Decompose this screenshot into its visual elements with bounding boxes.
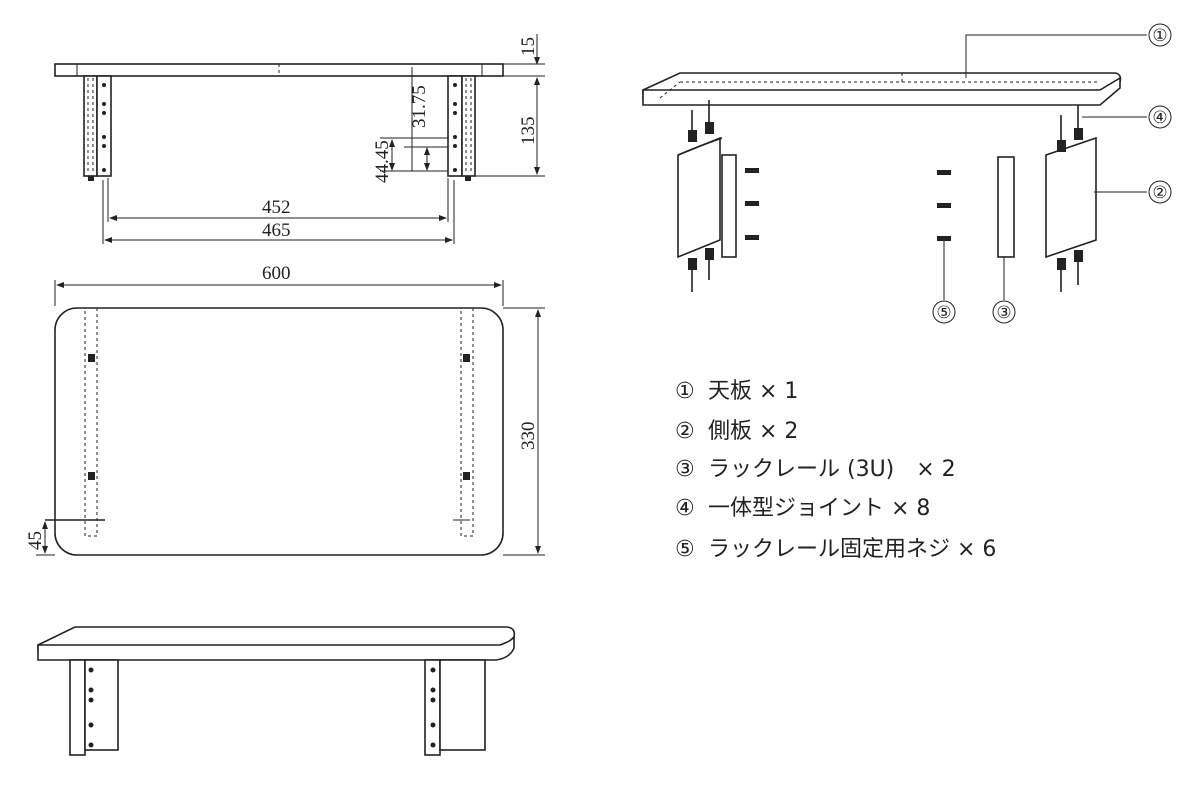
right-side-panel (447, 75, 476, 181)
svg-text:①: ① (675, 379, 695, 404)
svg-text:⑤: ⑤ (936, 303, 951, 322)
callout-2: ② (1148, 180, 1172, 204)
parts-list-item: ① 天板 × 1 (675, 379, 798, 404)
callout-3: ③ (992, 300, 1016, 324)
svg-text:③: ③ (675, 457, 695, 482)
dim-rail-inset: 45 (25, 531, 46, 550)
exploded-view: ① ④ ② ⑤ ③ (642, 23, 1172, 324)
svg-text:ラックレール (3U) × 2: ラックレール (3U) × 2 (708, 457, 956, 482)
dim-height: 135 (518, 117, 539, 146)
svg-text:④: ④ (675, 496, 695, 521)
rack-rail (997, 156, 1015, 258)
svg-text:①: ① (1152, 26, 1167, 45)
svg-text:ラックレール固定用ネジ × 6: ラックレール固定用ネジ × 6 (708, 537, 996, 562)
dim-depth: 330 (518, 422, 539, 451)
svg-text:天板 × 1: 天板 × 1 (708, 379, 798, 404)
callout-4: ④ (1148, 105, 1172, 129)
side-panel-right (1045, 105, 1097, 292)
left-side-panel (83, 75, 112, 181)
callout-5: ⑤ (932, 300, 956, 324)
dim-rail-offset: 31.75 (409, 85, 430, 128)
svg-text:②: ② (675, 419, 695, 444)
svg-text:⑤: ⑤ (675, 537, 695, 562)
svg-text:④: ④ (1152, 108, 1167, 127)
dim-inner-width: 452 (262, 197, 291, 218)
side-panel-left (677, 100, 759, 292)
parts-list-item: ③ ラックレール (3U) × 2 (675, 457, 956, 482)
dim-outer-width: 465 (262, 220, 291, 241)
parts-list-item: ② 側板 × 2 (675, 419, 798, 444)
front-view: 15 135 31.75 44.45 452 465 (54, 34, 545, 244)
svg-text:一体型ジョイント × 8: 一体型ジョイント × 8 (708, 496, 930, 521)
callout-1: ① (1148, 23, 1172, 47)
svg-text:②: ② (1152, 183, 1167, 202)
dim-top-thickness: 15 (518, 37, 539, 56)
dim-width: 600 (262, 263, 291, 284)
parts-list: ① 天板 × 1 ② 側板 × 2 ③ ラックレール (3U) × 2 ④ 一体… (675, 379, 996, 562)
svg-text:③: ③ (996, 303, 1011, 322)
plan-view: 600 330 45 (25, 263, 545, 556)
svg-text:側板 × 2: 側板 × 2 (708, 419, 798, 444)
parts-list-item: ⑤ ラックレール固定用ネジ × 6 (675, 537, 996, 562)
parts-list-item: ④ 一体型ジョイント × 8 (675, 496, 930, 521)
dim-rail-pitch: 44.45 (372, 140, 393, 183)
perspective-view (37, 626, 516, 756)
top-board-outline (54, 307, 504, 556)
